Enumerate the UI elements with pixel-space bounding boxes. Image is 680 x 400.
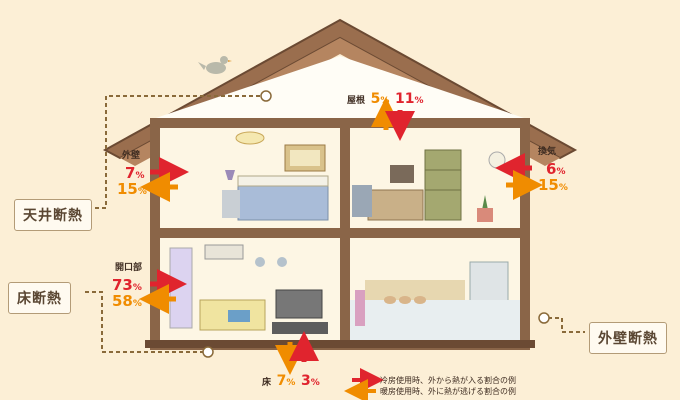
- ceiling-insulation-label: 天井断熱: [14, 199, 92, 231]
- ceiling-marker: [260, 90, 272, 102]
- openings-name: 開口部: [115, 263, 143, 273]
- floor-out: 3: [300, 373, 311, 389]
- wall-insulation-label: 外壁断熱: [589, 322, 667, 354]
- exterior-wall-name: 外壁: [122, 151, 141, 161]
- roof: [102, 18, 578, 166]
- floor-insulation-label: 床断熱: [8, 282, 71, 314]
- roof-arrows: [371, 97, 415, 141]
- vent-out: 15%: [538, 176, 568, 194]
- floor-marker: [202, 346, 214, 358]
- living-furniture: [169, 244, 328, 334]
- leader-lines: [85, 95, 585, 353]
- floor-arrows: [275, 331, 319, 375]
- vent-name: 換気: [538, 147, 557, 157]
- exterior-wall-in: 7%: [125, 164, 145, 182]
- bedroom-furniture: [222, 131, 329, 221]
- openings-out: 58%: [112, 292, 142, 310]
- openings-arrows: [139, 269, 187, 314]
- roof-out: 11: [394, 91, 415, 107]
- exterior-wall-arrows: [140, 157, 189, 202]
- legend-arrows: [344, 368, 384, 400]
- wall-marker: [538, 312, 550, 324]
- legend-heating: 暖房使用時、外に熱が逃げる割合の例: [380, 387, 516, 396]
- exterior-wall-out: 15%: [117, 180, 147, 198]
- bird-icon: [198, 56, 232, 74]
- vent-arrows: [495, 153, 543, 200]
- openings-in: 73%: [112, 276, 142, 294]
- vent-in: 6%: [546, 160, 566, 178]
- floor-in: 7: [276, 373, 287, 389]
- legend-cooling: 冷房使用時、外から熱が入る割合の例: [380, 376, 516, 385]
- roof-in: 5: [370, 91, 381, 107]
- study-furniture: [352, 149, 506, 222]
- floor-values: 床 7% 3%: [262, 373, 320, 389]
- roof-values: 屋根 5% 11%: [347, 91, 424, 107]
- entrance-furniture: [350, 261, 520, 340]
